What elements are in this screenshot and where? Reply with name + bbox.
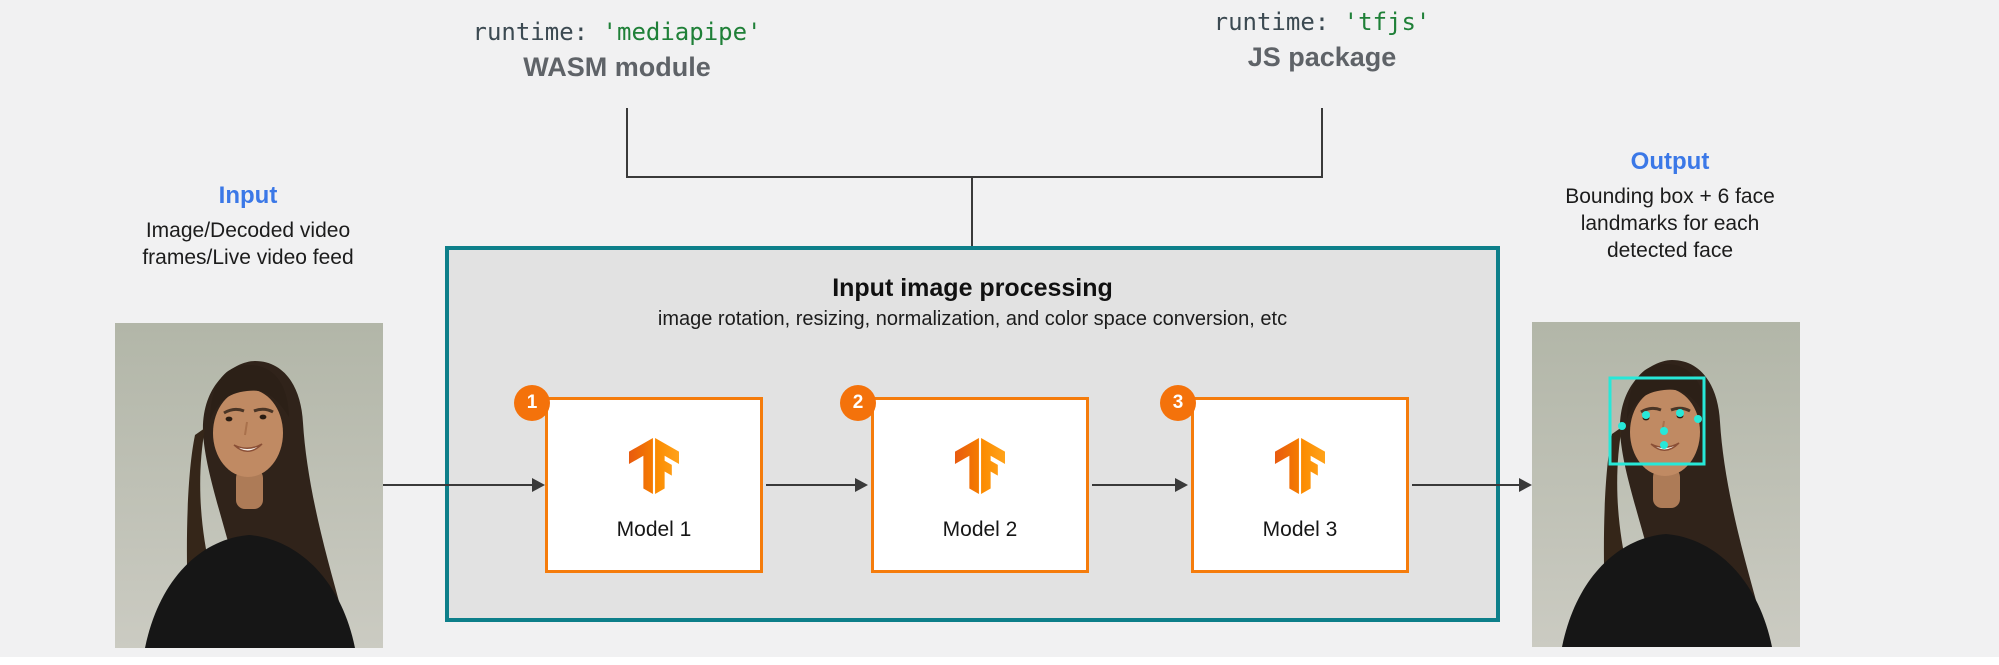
flow-arrow-model1-to-model2 bbox=[766, 478, 868, 492]
face-landmark-dot bbox=[1676, 409, 1684, 417]
connector-line-horizontal bbox=[626, 176, 1323, 178]
output-line-3: detected face bbox=[1606, 239, 1734, 262]
output-title: Output bbox=[1630, 148, 1710, 175]
wasm-module-label: WASM module bbox=[523, 52, 711, 82]
model-3-label: Model 3 bbox=[1262, 518, 1338, 541]
model-3-card: Model 3 bbox=[1191, 397, 1409, 573]
face-detection-overlay bbox=[1608, 376, 1706, 466]
model-1-card: Model 1 bbox=[545, 397, 763, 573]
input-line-1: Image/Decoded video bbox=[145, 219, 351, 242]
output-label-block: Output Bounding box + 6 face landmarks f… bbox=[1565, 148, 1775, 264]
input-line-2: frames/Live video feed bbox=[142, 246, 354, 269]
flow-arrow-model2-to-model3 bbox=[1092, 478, 1188, 492]
face-landmark-dot bbox=[1642, 411, 1650, 419]
output-line-1: Bounding box + 6 face bbox=[1565, 185, 1775, 208]
model-1-label: Model 1 bbox=[616, 518, 692, 541]
runtime-tfjs-code: runtime: 'tfjs' bbox=[1213, 8, 1431, 36]
step-1-badge: 1 bbox=[514, 385, 550, 421]
tensorflow-logo-icon bbox=[954, 438, 1006, 494]
flow-arrow-model3-to-output bbox=[1412, 478, 1532, 492]
face-landmark-dot bbox=[1618, 422, 1626, 430]
connector-line-drop bbox=[971, 178, 973, 246]
connector-line-right bbox=[1321, 108, 1323, 178]
face-landmark-dot bbox=[1660, 441, 1668, 449]
runtime-tfjs-block: runtime: 'tfjs' JS package bbox=[1214, 8, 1431, 73]
input-label-block: Input Image/Decoded video frames/Live vi… bbox=[142, 182, 353, 271]
face-landmark-dot bbox=[1660, 427, 1668, 435]
face-landmark-dot bbox=[1694, 415, 1702, 423]
input-photo bbox=[115, 323, 383, 648]
processing-title: Input image processing bbox=[832, 274, 1113, 302]
tensorflow-logo-icon bbox=[628, 438, 680, 494]
model-2-label: Model 2 bbox=[942, 518, 1018, 541]
step-3-badge: 3 bbox=[1160, 385, 1196, 421]
runtime-mediapipe-block: runtime: 'mediapipe' WASM module bbox=[473, 18, 762, 83]
processing-subtitle: image rotation, resizing, normalization,… bbox=[657, 308, 1288, 330]
output-line-2: landmarks for each bbox=[1580, 212, 1760, 235]
runtime-mediapipe-code: runtime: 'mediapipe' bbox=[472, 18, 762, 46]
js-package-label: JS package bbox=[1247, 42, 1397, 72]
footer-strip bbox=[0, 657, 1999, 665]
tensorflow-logo-icon bbox=[1274, 438, 1326, 494]
flow-arrow-input-to-model1 bbox=[382, 478, 545, 492]
input-title: Input bbox=[218, 182, 278, 209]
output-photo bbox=[1532, 322, 1800, 647]
face-bounding-box bbox=[1608, 376, 1706, 466]
step-2-badge: 2 bbox=[840, 385, 876, 421]
connector-line-left bbox=[626, 108, 628, 178]
model-2-card: Model 2 bbox=[871, 397, 1089, 573]
